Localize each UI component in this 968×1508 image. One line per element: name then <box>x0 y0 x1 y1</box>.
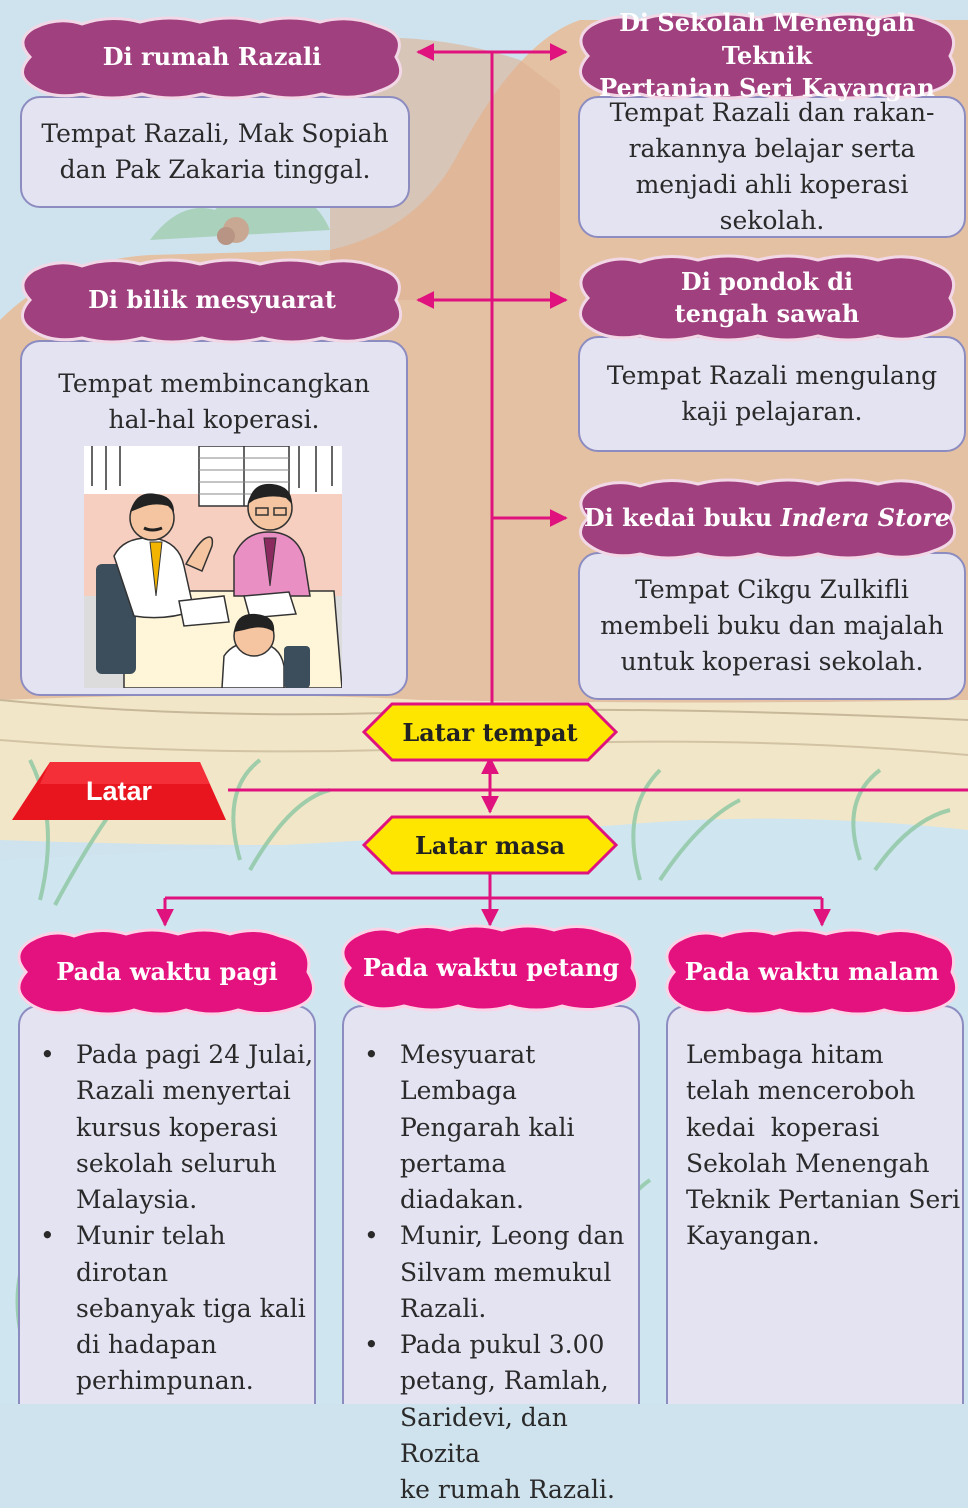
place-description: Tempat Razali mengulang kaji pelajaran. <box>606 360 938 426</box>
place-description-box: Tempat Razali mengulang kaji pelajaran. <box>578 336 966 452</box>
cloud-shape <box>579 478 957 560</box>
place-title-cloud: Di bilik mesyuarat <box>10 256 414 344</box>
place-title: Di kedai buku Indera Store <box>583 502 951 532</box>
place-title: Di pondok di tengah sawah <box>674 266 860 328</box>
cloud-shape <box>579 254 957 342</box>
time-description-box: Lembaga hitam telah menceroboh kedai kop… <box>666 1005 964 1404</box>
latar-label: Latar <box>85 775 153 806</box>
cloud-shape <box>579 12 957 100</box>
cloud-shape <box>17 928 316 1016</box>
place-title: Di bilik mesyuarat <box>88 284 336 314</box>
latar-tempat-label: Latar tempat <box>402 717 578 747</box>
meeting-illustration <box>84 446 342 688</box>
place-title: Di rumah Razali <box>102 41 322 71</box>
list-item: Munir, Leong dan Silvam memukul Razali. <box>364 1218 638 1327</box>
time-title: Pada waktu malam <box>684 956 940 986</box>
place-title: Di Sekolah Menengah Teknik Pertanian Ser… <box>599 8 935 103</box>
latar-tempat-hexagon: Latar tempat <box>362 702 618 762</box>
cloud-shape <box>21 16 403 100</box>
bullet-list: Mesyuarat Lembaga Pengarah kali pertama … <box>344 1007 638 1508</box>
latar-masa-hexagon: Latar masa <box>362 815 618 875</box>
time-title: Pada waktu petang <box>362 952 620 982</box>
place-description-box: Tempat Razali dan rakan- rakannya belaja… <box>578 96 966 238</box>
place-description: Tempat Razali, Mak Sopiah dan Pak Zakari… <box>41 118 389 184</box>
time-paragraph: Lembaga hitam telah menceroboh kedai kop… <box>686 1040 961 1251</box>
cloud-shape <box>21 258 403 344</box>
latar-shape <box>12 762 226 820</box>
time-title-cloud: Pada waktu malam <box>656 926 968 1018</box>
hexagon-shape <box>362 702 618 762</box>
time-description-box: Pada pagi 24 Julai, Razali menyertai kur… <box>18 1005 316 1404</box>
list-item: Munir telah dirotan sebanyak tiga kali d… <box>40 1218 314 1399</box>
place-description: Tempat Cikgu Zulkifli membeli buku dan m… <box>600 574 944 677</box>
place-description: Tempat Razali dan rakan- rakannya belaja… <box>609 97 935 236</box>
cloud-shape <box>665 928 959 1016</box>
bullet-list: Pada pagi 24 Julai, Razali menyertai kur… <box>20 1007 314 1400</box>
place-description-box: Tempat membincangkan hal-hal koperasi. <box>20 340 408 696</box>
time-title: Pada waktu pagi <box>56 956 278 986</box>
place-title-cloud: Di rumah Razali <box>10 14 414 100</box>
time-title-cloud: Pada waktu pagi <box>8 926 326 1018</box>
list-item: Pada pukul 3.00 petang, Ramlah, Saridevi… <box>364 1327 638 1508</box>
place-description-box: Tempat Razali, Mak Sopiah dan Pak Zakari… <box>20 96 410 208</box>
place-title-cloud: Di pondok di tengah sawah <box>568 252 966 344</box>
connector-lines <box>156 43 968 927</box>
latar-banner: Latar <box>10 760 228 822</box>
list-item: Pada pagi 24 Julai, Razali menyertai kur… <box>40 1037 314 1218</box>
place-title-cloud: Di kedai buku Indera Store <box>568 476 966 560</box>
place-description-box: Tempat Cikgu Zulkifli membeli buku dan m… <box>578 552 966 700</box>
place-title-cloud: Di Sekolah Menengah Teknik Pertanian Ser… <box>568 8 966 103</box>
hexagon-shape <box>362 815 618 875</box>
time-title-cloud: Pada waktu petang <box>332 922 650 1014</box>
latar-masa-label: Latar masa <box>414 830 566 860</box>
cloud-shape <box>341 924 640 1012</box>
list-item: Mesyuarat Lembaga Pengarah kali pertama … <box>364 1037 638 1218</box>
time-description-box: Mesyuarat Lembaga Pengarah kali pertama … <box>342 1005 640 1504</box>
place-description: Tempat membincangkan hal-hal koperasi. <box>58 369 370 435</box>
